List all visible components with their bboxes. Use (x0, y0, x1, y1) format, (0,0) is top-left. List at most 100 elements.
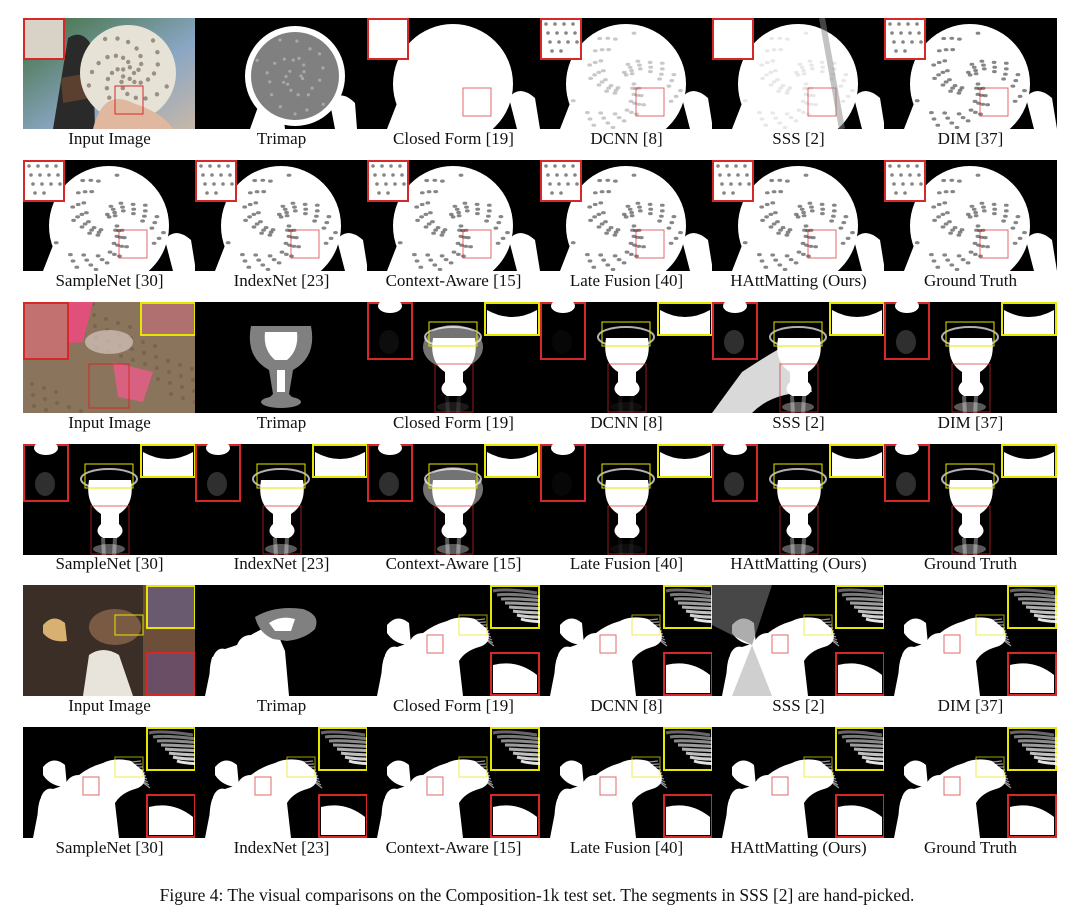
method-caption: SampleNet [30] (55, 838, 164, 857)
alpha-matte-image (23, 160, 196, 271)
alpha-matte-image (367, 18, 540, 129)
method-caption: Input Image (68, 413, 151, 432)
method-caption: Ground Truth (923, 554, 1018, 573)
alpha-matte-image (195, 727, 368, 838)
trimap-image (195, 302, 368, 413)
alpha-matte-image (540, 18, 713, 129)
method-caption: Context-Aware [15] (385, 554, 522, 573)
figure-cell: Input Image (23, 18, 196, 159)
figure-caption: Figure 4: The visual comparisons on the … (159, 885, 915, 905)
figure-cell: Late Fusion [40] (540, 160, 713, 301)
method-caption: IndexNet [23] (233, 271, 330, 290)
figure-cell: DIM [37] (884, 585, 1057, 726)
method-caption: SSS [2] (772, 413, 825, 432)
alpha-matte-image (195, 444, 368, 555)
method-caption: DCNN [8] (590, 696, 663, 715)
figure-cell: SampleNet [30] (23, 727, 196, 868)
figure-cell: Context-Aware [15] (367, 444, 540, 584)
method-caption: SSS [2] (772, 129, 825, 148)
method-caption: SampleNet [30] (55, 271, 164, 290)
figure-cell: IndexNet [23] (195, 444, 368, 584)
alpha-matte-image (884, 302, 1057, 413)
method-caption: DIM [37] (937, 696, 1004, 715)
trimap-image (195, 585, 368, 696)
figure-cell: SSS [2] (712, 585, 885, 726)
trimap-image (195, 18, 368, 129)
alpha-matte-image (195, 160, 368, 271)
method-caption: Context-Aware [15] (385, 838, 522, 857)
figure-cell: Context-Aware [15] (367, 727, 540, 868)
method-caption: Ground Truth (923, 838, 1018, 857)
method-caption: IndexNet [23] (233, 838, 330, 857)
alpha-matte-image (367, 727, 540, 838)
figure-cell: Ground Truth (884, 727, 1057, 868)
figure-cell: Trimap (195, 18, 368, 159)
figure-cell: SSS [2] (712, 18, 885, 159)
alpha-matte-image (23, 444, 196, 555)
figure-cell: SampleNet [30] (23, 160, 196, 301)
method-caption: Ground Truth (923, 271, 1018, 290)
alpha-matte-image (712, 727, 885, 838)
figure-cell: DCNN [8] (540, 18, 713, 159)
method-caption: IndexNet [23] (233, 554, 330, 573)
figure-cell: SSS [2] (712, 302, 885, 443)
figure-cell: Input Image (23, 585, 196, 726)
input-image (23, 585, 196, 696)
figure-cell: Trimap (195, 585, 368, 726)
alpha-matte-image (884, 585, 1057, 696)
alpha-matte-image (884, 160, 1057, 271)
figure-cell: Late Fusion [40] (540, 444, 713, 584)
alpha-matte-image (884, 18, 1057, 129)
method-caption: Closed Form [19] (393, 413, 514, 432)
alpha-matte-image (712, 444, 885, 555)
alpha-matte-image (712, 585, 885, 696)
alpha-matte-image (367, 160, 540, 271)
alpha-matte-image (367, 444, 540, 555)
figure-cell: Trimap (195, 302, 368, 443)
figure-cell: DCNN [8] (540, 302, 713, 443)
figure-cell: HAttMatting (Ours) (712, 444, 885, 584)
method-caption: Late Fusion [40] (569, 838, 684, 857)
alpha-matte-image (712, 160, 885, 271)
method-caption: DCNN [8] (590, 413, 663, 432)
method-caption: HAttMatting (Ours) (730, 554, 867, 573)
figure-cell: Ground Truth (884, 444, 1057, 584)
figure-cell: IndexNet [23] (195, 160, 368, 301)
alpha-matte-image (540, 727, 713, 838)
alpha-matte-image (23, 727, 196, 838)
method-caption: HAttMatting (Ours) (730, 838, 867, 857)
method-caption: Late Fusion [40] (569, 554, 684, 573)
figure-cell: Closed Form [19] (367, 18, 540, 159)
method-caption: Late Fusion [40] (569, 271, 684, 290)
method-caption: DIM [37] (937, 129, 1004, 148)
alpha-matte-image (884, 727, 1057, 838)
method-caption: HAttMatting (Ours) (730, 271, 867, 290)
figure-cell: DIM [37] (884, 18, 1057, 159)
alpha-matte-image (712, 302, 885, 413)
alpha-matte-image (540, 160, 713, 271)
alpha-matte-image (367, 585, 540, 696)
alpha-matte-image (884, 444, 1057, 555)
method-caption: Trimap (256, 129, 307, 148)
method-caption: Closed Form [19] (393, 696, 514, 715)
alpha-matte-image (540, 444, 713, 555)
figure-cell: SampleNet [30] (23, 444, 196, 584)
figure-cell: DIM [37] (884, 302, 1057, 443)
method-caption: Trimap (256, 696, 307, 715)
method-caption: Trimap (256, 413, 307, 432)
figure-cell: Closed Form [19] (367, 302, 540, 443)
method-caption: Context-Aware [15] (385, 271, 522, 290)
figure-cell: IndexNet [23] (195, 727, 368, 868)
figure-cell: Context-Aware [15] (367, 160, 540, 301)
figure-cell: Input Image (23, 302, 196, 443)
method-caption: DIM [37] (937, 413, 1004, 432)
method-caption: SampleNet [30] (55, 554, 164, 573)
figure-cell: Late Fusion [40] (540, 727, 713, 868)
input-image (23, 18, 196, 129)
alpha-matte-image (712, 18, 885, 129)
method-caption: SSS [2] (772, 696, 825, 715)
figure-cell: DCNN [8] (540, 585, 713, 726)
method-caption: Input Image (68, 696, 151, 715)
method-caption: DCNN [8] (590, 129, 663, 148)
